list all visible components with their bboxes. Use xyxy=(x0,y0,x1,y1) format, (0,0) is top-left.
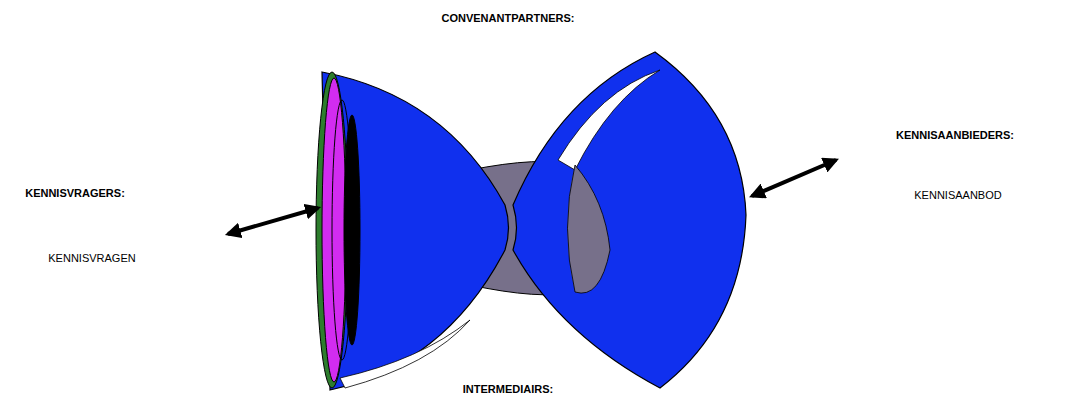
rim-face xyxy=(322,78,346,382)
rim-hollow xyxy=(344,115,360,345)
side-note: KENNISVRAGEN xyxy=(48,252,135,265)
double-arrow xyxy=(228,208,318,234)
side-heading: KENNISAANBIEDERS: xyxy=(896,129,1014,142)
right-cone xyxy=(513,52,746,388)
left-cone xyxy=(322,72,509,390)
right-cone-inner xyxy=(568,165,611,293)
side-note: KENNISAANBOD xyxy=(914,189,1001,202)
top-heading: CONVENANTPARTNERS: xyxy=(441,12,574,25)
side-heading: KENNISVRAGERS: xyxy=(25,187,125,200)
bottom-heading: INTERMEDIAIRS: xyxy=(463,383,553,396)
left-cone-highlight xyxy=(340,320,470,388)
right-cone-highlight xyxy=(558,70,660,170)
double-arrow xyxy=(752,160,836,196)
